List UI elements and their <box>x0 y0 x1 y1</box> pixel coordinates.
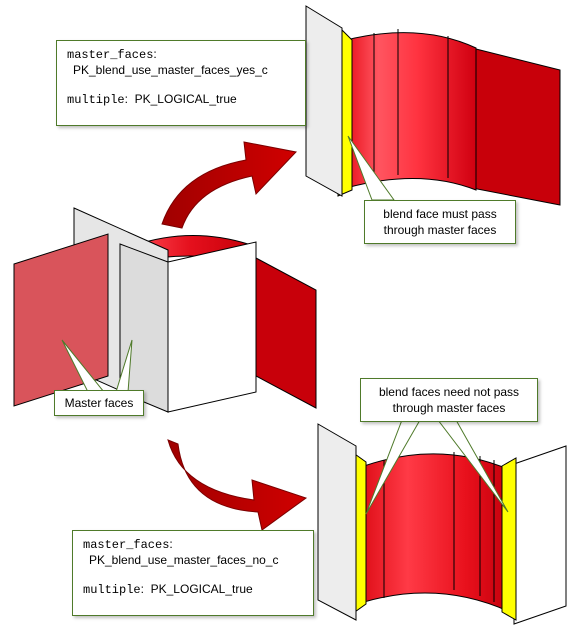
top-blend-face <box>345 32 477 191</box>
bottom-right-white-face <box>513 445 567 625</box>
callout-master-faces-no: master_faces: PK_blend_use_master_faces_… <box>72 530 314 616</box>
label-need-not-line-1: blend faces need not pass <box>378 385 520 399</box>
param-separator: : <box>140 582 144 596</box>
bottom-grey-master-face <box>317 423 357 621</box>
label-master-faces: Master faces <box>54 390 144 416</box>
label-need-not-pass: blend faces need not pass through master… <box>360 378 538 422</box>
label-must-pass: blend face must pass through master face… <box>364 200 516 244</box>
label-master-faces-text: Master faces <box>64 396 134 410</box>
bottom-right-yellow-strip <box>501 457 517 621</box>
source-model <box>13 207 317 413</box>
label-must-pass-line-2: through master faces <box>383 223 497 237</box>
label-need-not-line-2: through master faces <box>392 401 506 415</box>
arrow-to-top <box>161 141 297 229</box>
centre-left-red-face <box>13 233 109 407</box>
callout-master-faces-yes: master_faces: PK_blend_use_master_faces_… <box>56 40 306 126</box>
param-name-master-faces: master_faces <box>67 48 154 62</box>
arrow-to-bottom <box>167 439 308 531</box>
param-value-master-faces-no: PK_blend_use_master_faces_no_c <box>89 553 279 567</box>
result-master-faces-no <box>317 423 567 625</box>
param-separator: : <box>124 92 128 106</box>
param-name-multiple: multiple <box>67 93 125 107</box>
param-separator: : <box>153 47 157 61</box>
param-name-multiple: multiple <box>83 583 141 597</box>
label-must-pass-line-1: blend face must pass <box>383 207 497 221</box>
top-right-face <box>471 47 561 206</box>
param-name-master-faces: master_faces <box>83 538 170 552</box>
param-value-multiple: PK_LOGICAL_true <box>150 582 253 596</box>
result-master-faces-yes <box>305 5 561 206</box>
centre-white-front-face <box>167 241 257 413</box>
param-separator: : <box>169 537 173 551</box>
param-value-master-faces-yes: PK_blend_use_master_faces_yes_c <box>73 63 268 77</box>
param-value-multiple: PK_LOGICAL_true <box>134 92 237 106</box>
centre-right-red-face <box>255 257 317 409</box>
top-grey-master-face <box>305 5 343 197</box>
